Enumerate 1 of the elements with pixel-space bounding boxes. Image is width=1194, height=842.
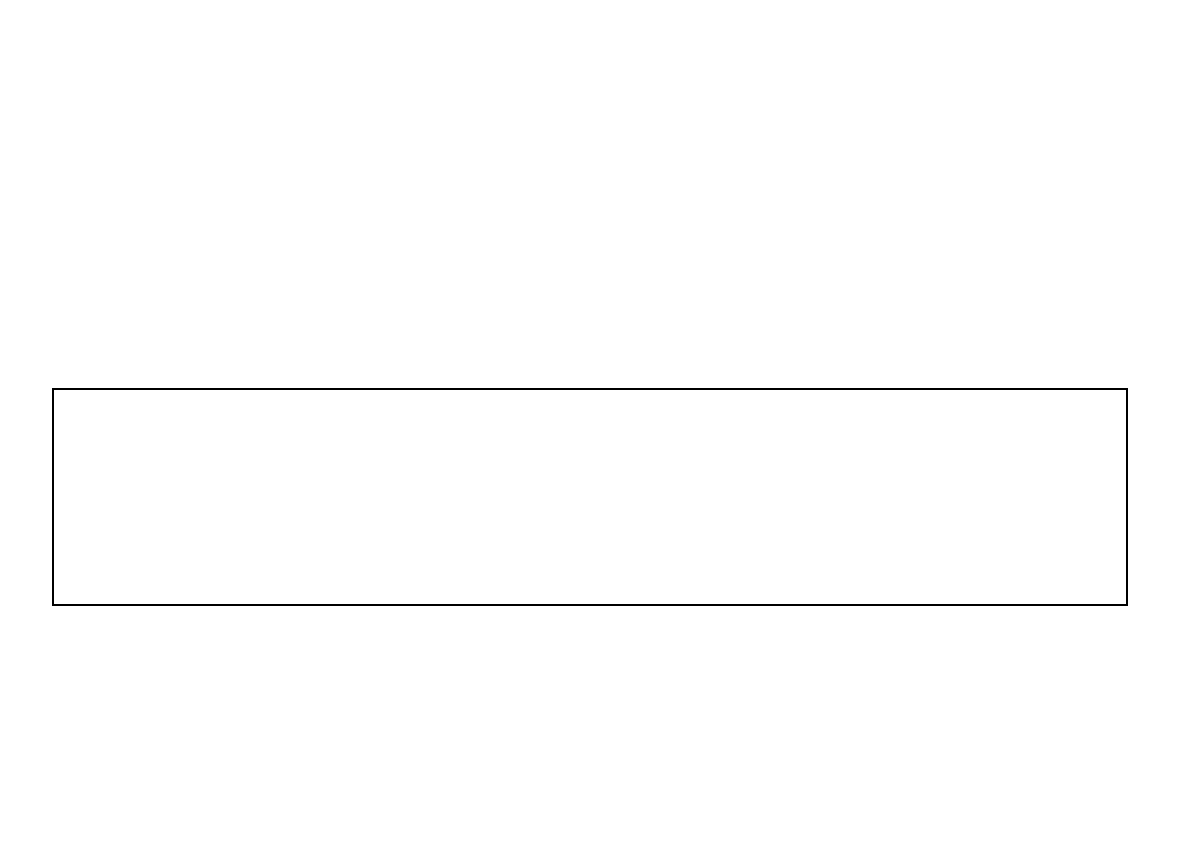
empty-box — [52, 388, 1128, 606]
